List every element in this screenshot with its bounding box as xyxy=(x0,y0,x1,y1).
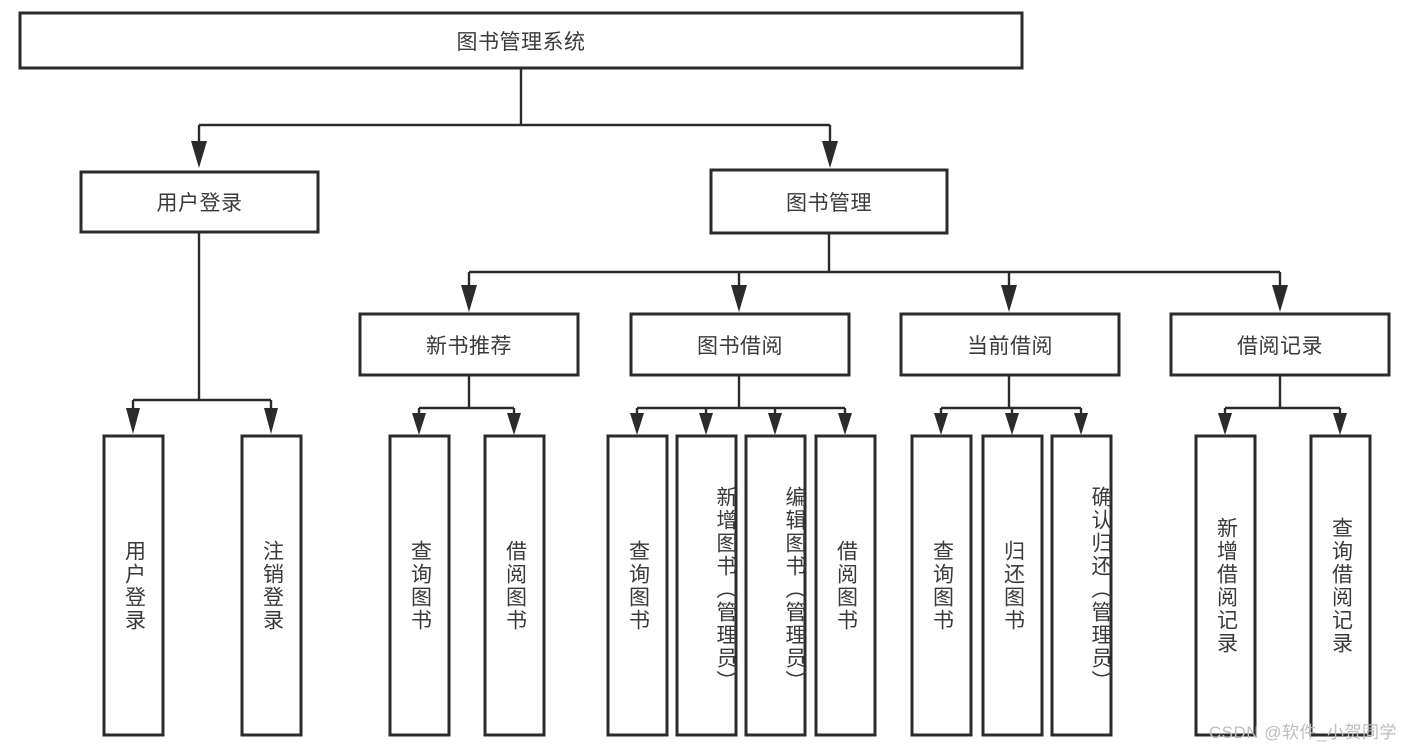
arrowhead-user-login-1 xyxy=(264,408,278,434)
arrowhead-level2-3 xyxy=(1272,285,1288,312)
node-new-book-recommend[interactable] xyxy=(358,312,580,377)
leaf-borrow-record-0[interactable] xyxy=(1194,434,1257,737)
leaf-book-borrow-2[interactable] xyxy=(744,434,807,737)
arrowhead-user-login-0 xyxy=(126,408,140,434)
arrowhead-current-borrow-0 xyxy=(934,413,948,435)
node-book-borrow[interactable] xyxy=(629,312,851,377)
arrowhead-book-borrow-3 xyxy=(838,413,852,435)
leaf-current-borrow-2[interactable] xyxy=(1050,434,1113,737)
arrowhead-new-book-1 xyxy=(507,413,521,435)
leaf-borrow-record-1[interactable] xyxy=(1309,434,1372,737)
leaf-current-borrow-1[interactable] xyxy=(981,434,1044,737)
arrowhead-borrow-record-0 xyxy=(1218,413,1232,435)
arrowhead-current-borrow-1 xyxy=(1005,413,1019,435)
node-borrow-record[interactable] xyxy=(1169,312,1391,377)
arrowhead-level1-1 xyxy=(822,141,838,168)
arrowhead-level2-1 xyxy=(731,285,747,312)
arrowhead-current-borrow-2 xyxy=(1074,413,1088,435)
leaf-book-borrow-0[interactable] xyxy=(606,434,669,737)
node-root[interactable] xyxy=(18,11,1024,70)
leaf-user-login-0[interactable] xyxy=(102,434,165,737)
arrowhead-level2-0 xyxy=(461,285,477,312)
arrowhead-level1-0 xyxy=(191,141,207,168)
leaf-current-borrow-0[interactable] xyxy=(910,434,973,737)
arrowhead-new-book-0 xyxy=(412,413,426,435)
leaf-new-book-1[interactable] xyxy=(483,434,546,737)
node-user-login[interactable] xyxy=(79,170,320,234)
arrowhead-borrow-record-1 xyxy=(1333,413,1347,435)
leaf-new-book-0[interactable] xyxy=(388,434,451,737)
leaf-book-borrow-1[interactable] xyxy=(675,434,738,737)
arrowhead-book-borrow-1 xyxy=(699,413,713,435)
leaf-user-login-1[interactable] xyxy=(240,434,303,737)
node-book-management[interactable] xyxy=(709,168,949,235)
watermark-text: CSDN @软件_小贺同学 xyxy=(1208,723,1397,742)
arrowhead-level2-2 xyxy=(1001,285,1017,312)
node-current-borrow[interactable] xyxy=(899,312,1121,377)
arrowhead-book-borrow-2 xyxy=(768,413,782,435)
arrowhead-book-borrow-0 xyxy=(630,413,644,435)
leaf-book-borrow-3[interactable] xyxy=(814,434,877,737)
